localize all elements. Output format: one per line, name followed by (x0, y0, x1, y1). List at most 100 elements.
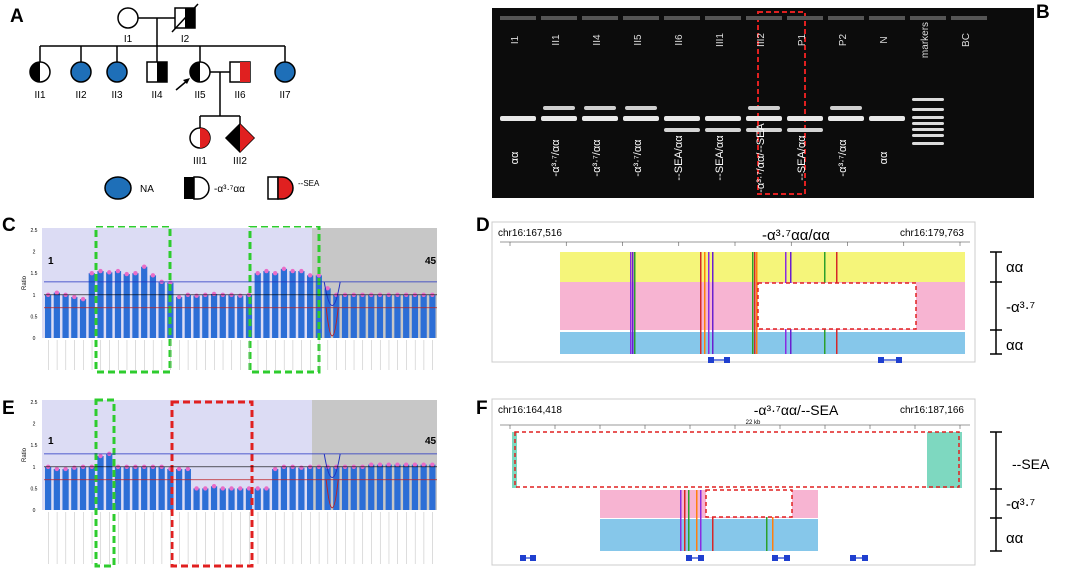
ratio-bar (394, 464, 401, 510)
variant-mark (700, 490, 702, 551)
duplication-box (94, 398, 116, 568)
lane-genotype: -α³·⁷/αα (837, 139, 849, 177)
ratio-point (246, 486, 252, 491)
variant-mark (712, 252, 714, 354)
ratio-bar (385, 464, 392, 510)
marker-band (912, 122, 944, 125)
ratio-point (54, 466, 60, 472)
variant-mark (634, 252, 636, 354)
ratio-bar (202, 488, 209, 510)
ratio-bar (71, 467, 78, 510)
ratio-bar (237, 488, 244, 510)
variant-mark (632, 252, 634, 354)
ratio-bar (368, 294, 375, 338)
first-probe-label: 1 (48, 256, 54, 267)
deletion-box (170, 400, 254, 568)
gene-exon (520, 555, 526, 561)
legend-a37-label: -α³·⁷αα (214, 184, 245, 195)
ratio-bar (79, 299, 87, 338)
ratio-point (412, 462, 418, 467)
pedigree-chart: I1 I2 II1 II2 II3 II4 II5 II6 II7 III1 I… (29, 3, 320, 200)
label-II3: II3 (111, 90, 123, 101)
track-aa-top (560, 252, 965, 282)
ratio-bar (132, 466, 139, 510)
band-main (705, 116, 741, 121)
well (910, 16, 946, 20)
legend-sea-symbol (277, 176, 294, 200)
ratio-point (325, 286, 330, 291)
track-label-aa-top: αα (1006, 259, 1024, 276)
lane-genotype: -α³·⁷/αα (632, 139, 644, 177)
ytick-label: 0 (33, 508, 36, 514)
variant-mark (700, 252, 702, 354)
ylabel: Ratio (22, 447, 28, 462)
ratio-bar (289, 271, 296, 338)
last-probe-label: 45 (425, 256, 437, 267)
ratio-bar (123, 274, 130, 338)
ratio-bar (62, 468, 69, 510)
ratio-bar (272, 468, 279, 510)
ratio-point (115, 268, 121, 274)
ratio-bar (219, 488, 226, 510)
duplication-box-2 (248, 226, 321, 374)
variant-mark (630, 252, 632, 354)
gene-exon (530, 555, 536, 561)
ratio-bar (184, 294, 191, 338)
ratio-chart-c: Ratio 2.521.510.50 1 45 (22, 226, 437, 374)
ratio-bar (79, 466, 87, 510)
band-main (746, 116, 782, 121)
ytick-label: 2 (33, 250, 36, 256)
ratio-bar (245, 294, 253, 338)
band-main (664, 116, 700, 121)
deletion-box (757, 282, 917, 330)
well (828, 16, 864, 20)
ratio-bar (88, 273, 95, 338)
member-I1-circle (117, 7, 139, 29)
ratio-bar (184, 468, 191, 510)
ylabel: Ratio (22, 275, 28, 290)
ratio-point (316, 273, 322, 278)
ratio-point (238, 486, 243, 491)
gene-exon (698, 555, 704, 561)
ratio-point (255, 486, 260, 491)
lane-label: I1 (510, 35, 521, 44)
ratio-bar (193, 295, 200, 338)
ratio-bar (263, 271, 270, 338)
ratio-point (238, 293, 243, 298)
ytick-group: 2.521.510.50 (31, 228, 38, 342)
lane-label: P1 (797, 33, 808, 46)
lane-label: II1 (551, 34, 562, 46)
highlight-box-III2 (757, 11, 806, 195)
ratio-bar (280, 466, 288, 510)
well (746, 16, 782, 20)
gene-exon (850, 555, 856, 561)
gene-exon (772, 555, 778, 561)
ratio-bar (228, 488, 235, 510)
track-aa (600, 519, 818, 551)
ratio-bar (45, 466, 52, 510)
ratio-bar (420, 464, 427, 510)
ratio-point (290, 268, 295, 274)
genotype-title: -α³·⁷αα/αα (762, 227, 830, 244)
ratio-chart-e: Ratio 2.521.510.50 1 45 (22, 398, 437, 568)
panel-label-f: F (476, 398, 488, 419)
ratio-point (150, 273, 156, 278)
lane-label: III2 (756, 33, 767, 47)
ratio-bar (307, 466, 314, 510)
gene-exon (862, 555, 868, 561)
gene-exon (878, 357, 884, 363)
band-upper (748, 106, 780, 110)
lane-label: II4 (592, 34, 603, 46)
band-upper (625, 106, 657, 110)
genotype-title: -α³·⁷αα/--SEA (754, 402, 839, 418)
label-I2: I2 (181, 34, 190, 45)
last-probe-label: 45 (425, 436, 437, 447)
variant-mark (772, 490, 774, 551)
ratio-bar (429, 294, 436, 338)
ratio-bar (394, 294, 401, 338)
ratio-point (124, 271, 129, 277)
ratio-bar (298, 271, 305, 338)
band-upper (543, 106, 575, 110)
ratio-bar (193, 488, 200, 510)
well (541, 16, 577, 20)
